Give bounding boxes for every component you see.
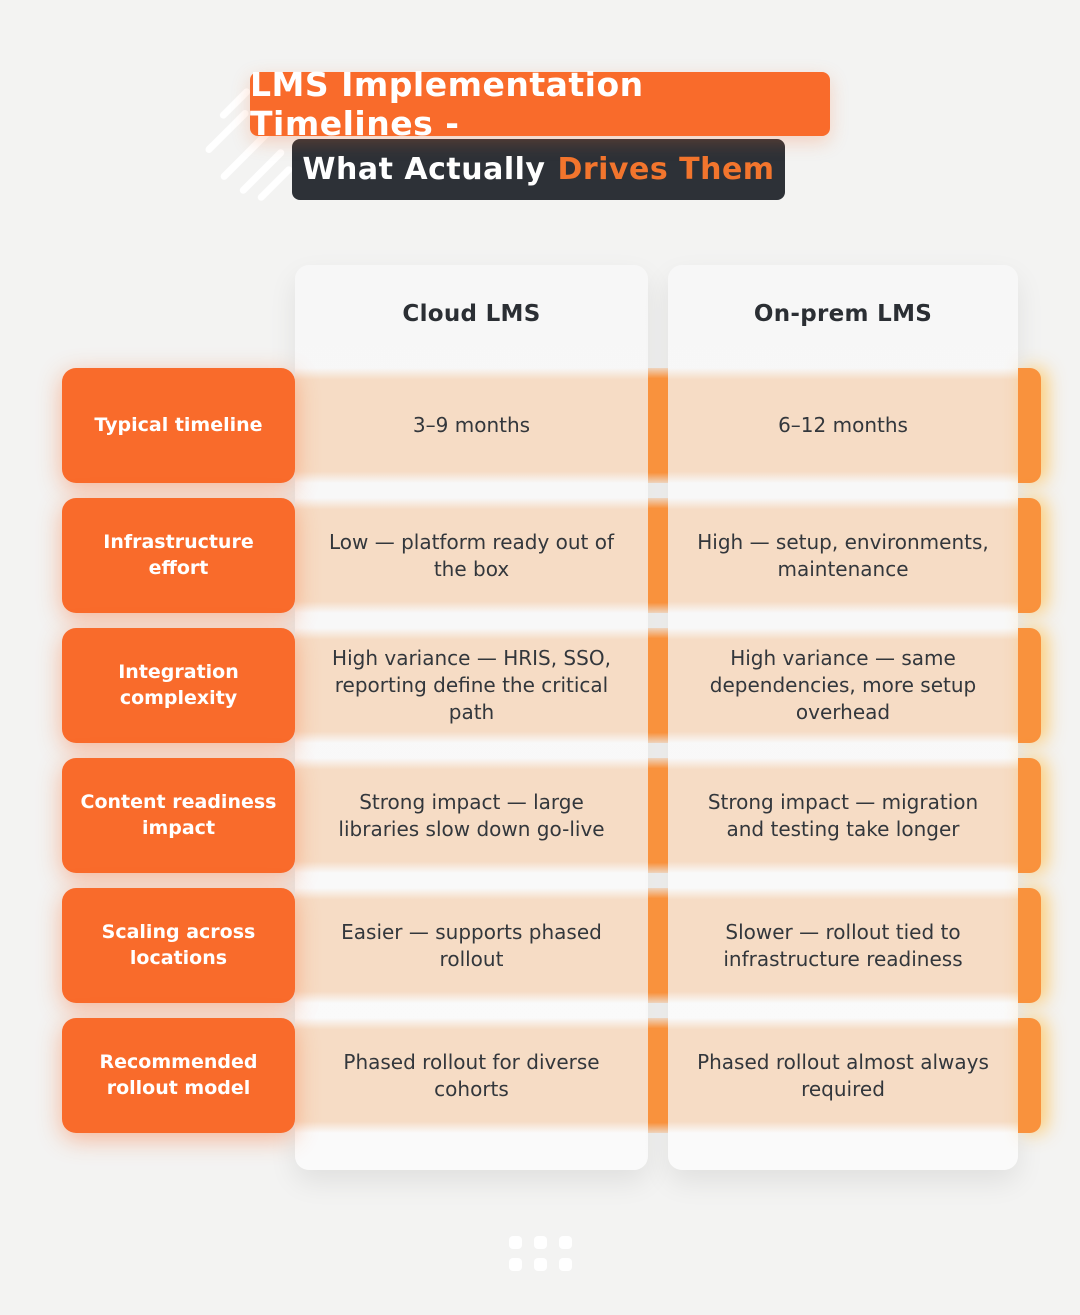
cell-text: 6–12 months: [778, 413, 908, 437]
row-label-typical-timeline: Typical timeline: [62, 368, 295, 483]
row-connector: [648, 368, 668, 483]
row-label-text: Content readiness impact: [80, 790, 277, 839]
row-connector: [648, 888, 668, 1003]
cell-text: Phased rollout almost always required: [697, 1049, 989, 1101]
cell-text: High variance — same dependencies, more …: [709, 646, 977, 724]
row-connector: [648, 1018, 668, 1133]
cloud-cell: Strong impact — large libraries slow dow…: [295, 758, 648, 873]
row-endcap: [1018, 758, 1041, 873]
row-label-recommended-rollout-model: Recommended rollout model: [62, 1018, 295, 1133]
row-endcap: [1018, 498, 1041, 613]
row-endcap: [1018, 888, 1041, 1003]
title-line2-highlight: Drives Them: [557, 152, 775, 187]
cell-text: High variance — HRIS, SSO, reporting def…: [332, 646, 611, 724]
cell-text: High — setup, environments, maintenance: [697, 529, 989, 581]
row-label-text: Scaling across locations: [101, 920, 256, 969]
row-connector: [648, 758, 668, 873]
title-line2: What Actually: [302, 152, 546, 187]
cell-text: 3–9 months: [412, 413, 531, 437]
cell-text: Strong impact — large libraries slow dow…: [338, 789, 605, 841]
onprem-cell: 6–12 months: [668, 368, 1018, 483]
row-label-scaling-across-locations: Scaling across locations: [62, 888, 295, 1003]
cell-text: Low — platform ready out of the box: [328, 529, 615, 581]
title-line1: LMS Implementation Timelines -: [250, 65, 644, 143]
row-label-text: Recommended rollout model: [99, 1050, 258, 1099]
row-label-integration-complexity: Integration complexity: [62, 628, 295, 743]
onprem-cell: Slower — rollout tied to infrastructure …: [668, 888, 1018, 1003]
onprem-cell: High — setup, environments, maintenance: [668, 498, 1018, 613]
title-banner-secondary: What Actually Drives Them: [292, 139, 785, 200]
onprem-cell: Strong impact — migration and testing ta…: [668, 758, 1018, 873]
dots-decoration-icon: [509, 1236, 572, 1271]
cloud-cell: High variance — HRIS, SSO, reporting def…: [295, 628, 648, 743]
cell-text: Strong impact — migration and testing ta…: [707, 789, 979, 841]
row-endcap: [1018, 1018, 1041, 1133]
title-banner-primary: LMS Implementation Timelines -: [250, 65, 830, 143]
column-header-onprem: On-prem LMS: [753, 301, 933, 327]
cloud-cell: Phased rollout for diverse cohorts: [295, 1018, 648, 1133]
onprem-cell: Phased rollout almost always required: [668, 1018, 1018, 1133]
row-connector: [648, 498, 668, 613]
row-label-text: Typical timeline: [94, 413, 263, 436]
column-header-cloud: Cloud LMS: [402, 301, 541, 327]
row-endcap: [1018, 368, 1041, 483]
row-label-content-readiness-impact: Content readiness impact: [62, 758, 295, 873]
row-endcap: [1018, 628, 1041, 743]
cell-text: Easier — supports phased rollout: [341, 919, 602, 971]
cell-text: Phased rollout for diverse cohorts: [343, 1049, 600, 1101]
row-label-infrastructure-effort: Infrastructure effort: [62, 498, 295, 613]
cell-text: Slower — rollout tied to infrastructure …: [723, 919, 963, 971]
row-label-text: Infrastructure effort: [103, 530, 254, 579]
row-label-text: Integration complexity: [118, 660, 239, 709]
row-connector: [648, 628, 668, 743]
onprem-cell: High variance — same dependencies, more …: [668, 628, 1018, 743]
cloud-cell: 3–9 months: [295, 368, 648, 483]
cloud-cell: Easier — supports phased rollout: [295, 888, 648, 1003]
cloud-cell: Low — platform ready out of the box: [295, 498, 648, 613]
